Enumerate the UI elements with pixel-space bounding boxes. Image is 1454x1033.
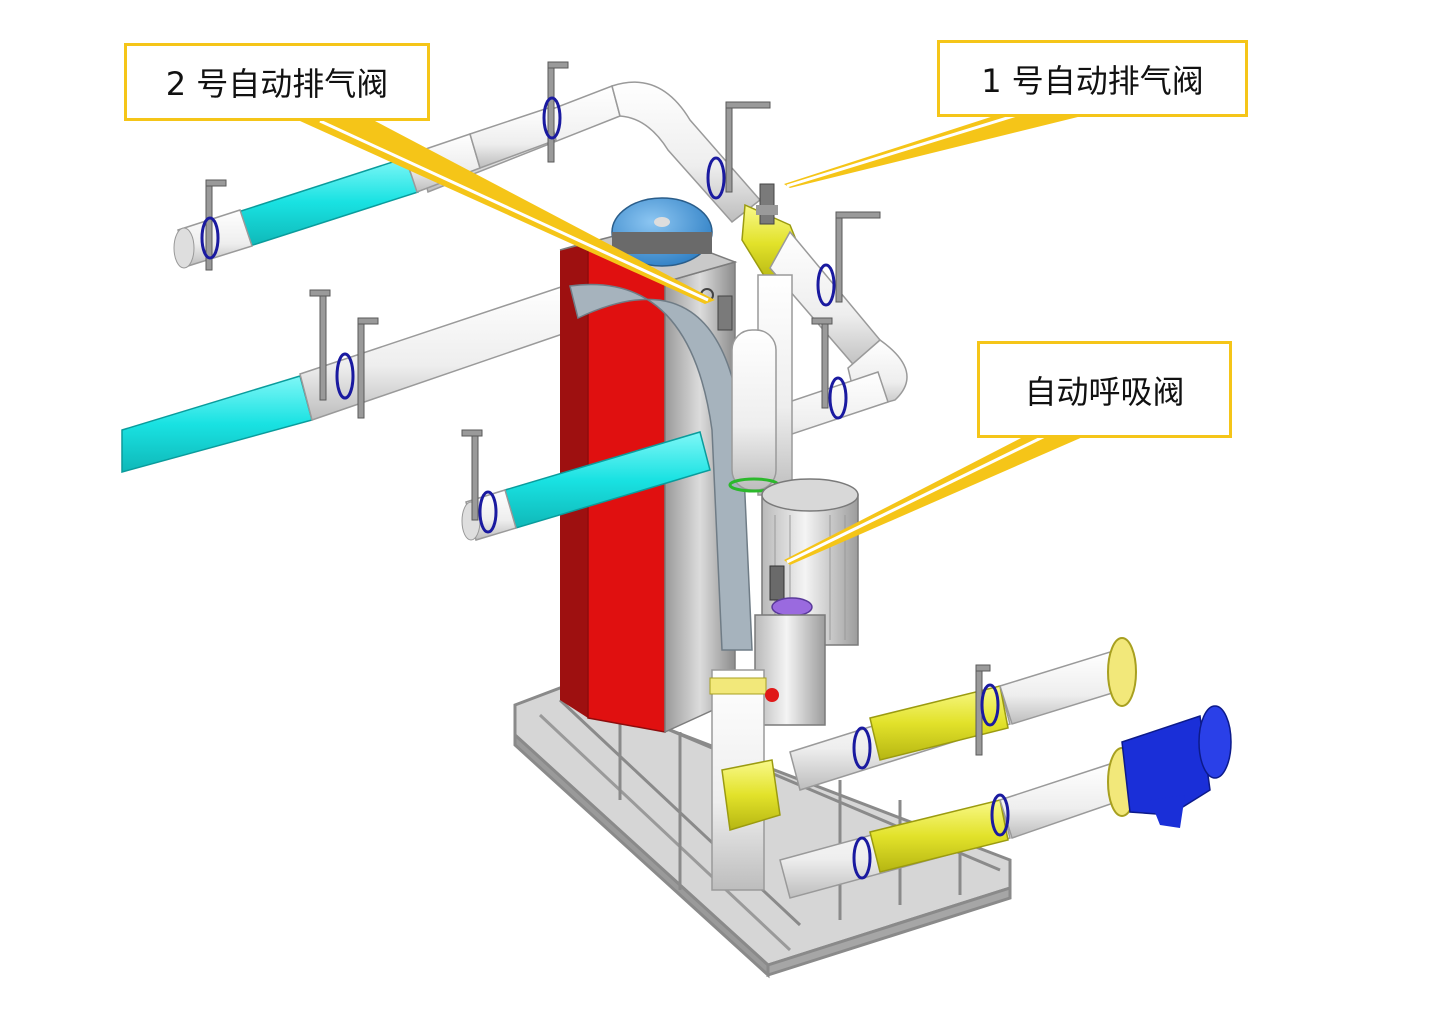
pipe-hangers — [205, 61, 991, 756]
expansion-tank-icon — [611, 197, 713, 267]
callout-vent-valve-1: 1 号自动排气阀 — [937, 40, 1248, 117]
leader-line-hollow — [319, 112, 1046, 564]
callout-vent-valve-2: 2 号自动排气阀 — [124, 43, 430, 121]
callout-breather-valve-label: 自动呼吸阀 — [1024, 372, 1185, 411]
vent-valve-1-icon — [756, 183, 778, 225]
pipe-clamps — [200, 96, 1010, 880]
separator-vessel — [728, 329, 780, 493]
leader-lines — [300, 114, 1090, 565]
callout-breather-valve: 自动呼吸阀 — [977, 341, 1232, 438]
cyan-pipe-middle — [121, 283, 581, 473]
breather-valve-icon — [769, 565, 813, 617]
callout-vent-valve-1-label: 1 号自动排气阀 — [981, 61, 1204, 100]
y-strainer-icon — [1121, 705, 1232, 828]
cyan-pipe-upper — [173, 107, 557, 269]
pump-body — [709, 614, 826, 891]
manifold-pipes — [779, 637, 1137, 899]
callout-vent-valve-2-label: 2 号自动排气阀 — [165, 65, 389, 103]
